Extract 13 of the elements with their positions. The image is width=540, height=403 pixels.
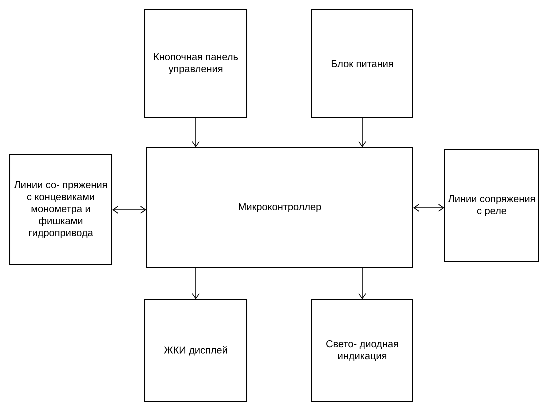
block-box: Свето- диодная индикация (312, 300, 414, 402)
arrow (192, 268, 200, 300)
block-box: Линии сопряжения с реле (444, 150, 540, 262)
block-box: Кнопочная панель управления (144, 10, 248, 118)
block-box: Линии со- пряжения с концевиками монометра и фишками гидропривода (10, 154, 112, 266)
block-box: Блок питания (312, 10, 414, 118)
arrow (358, 118, 366, 148)
arrow (192, 118, 200, 148)
arrow (414, 204, 444, 212)
arrow (358, 268, 366, 300)
block-box: ЖКИ дисплей (144, 300, 248, 402)
block-box: Микроконтроллер (146, 148, 414, 268)
arrow (112, 206, 146, 214)
